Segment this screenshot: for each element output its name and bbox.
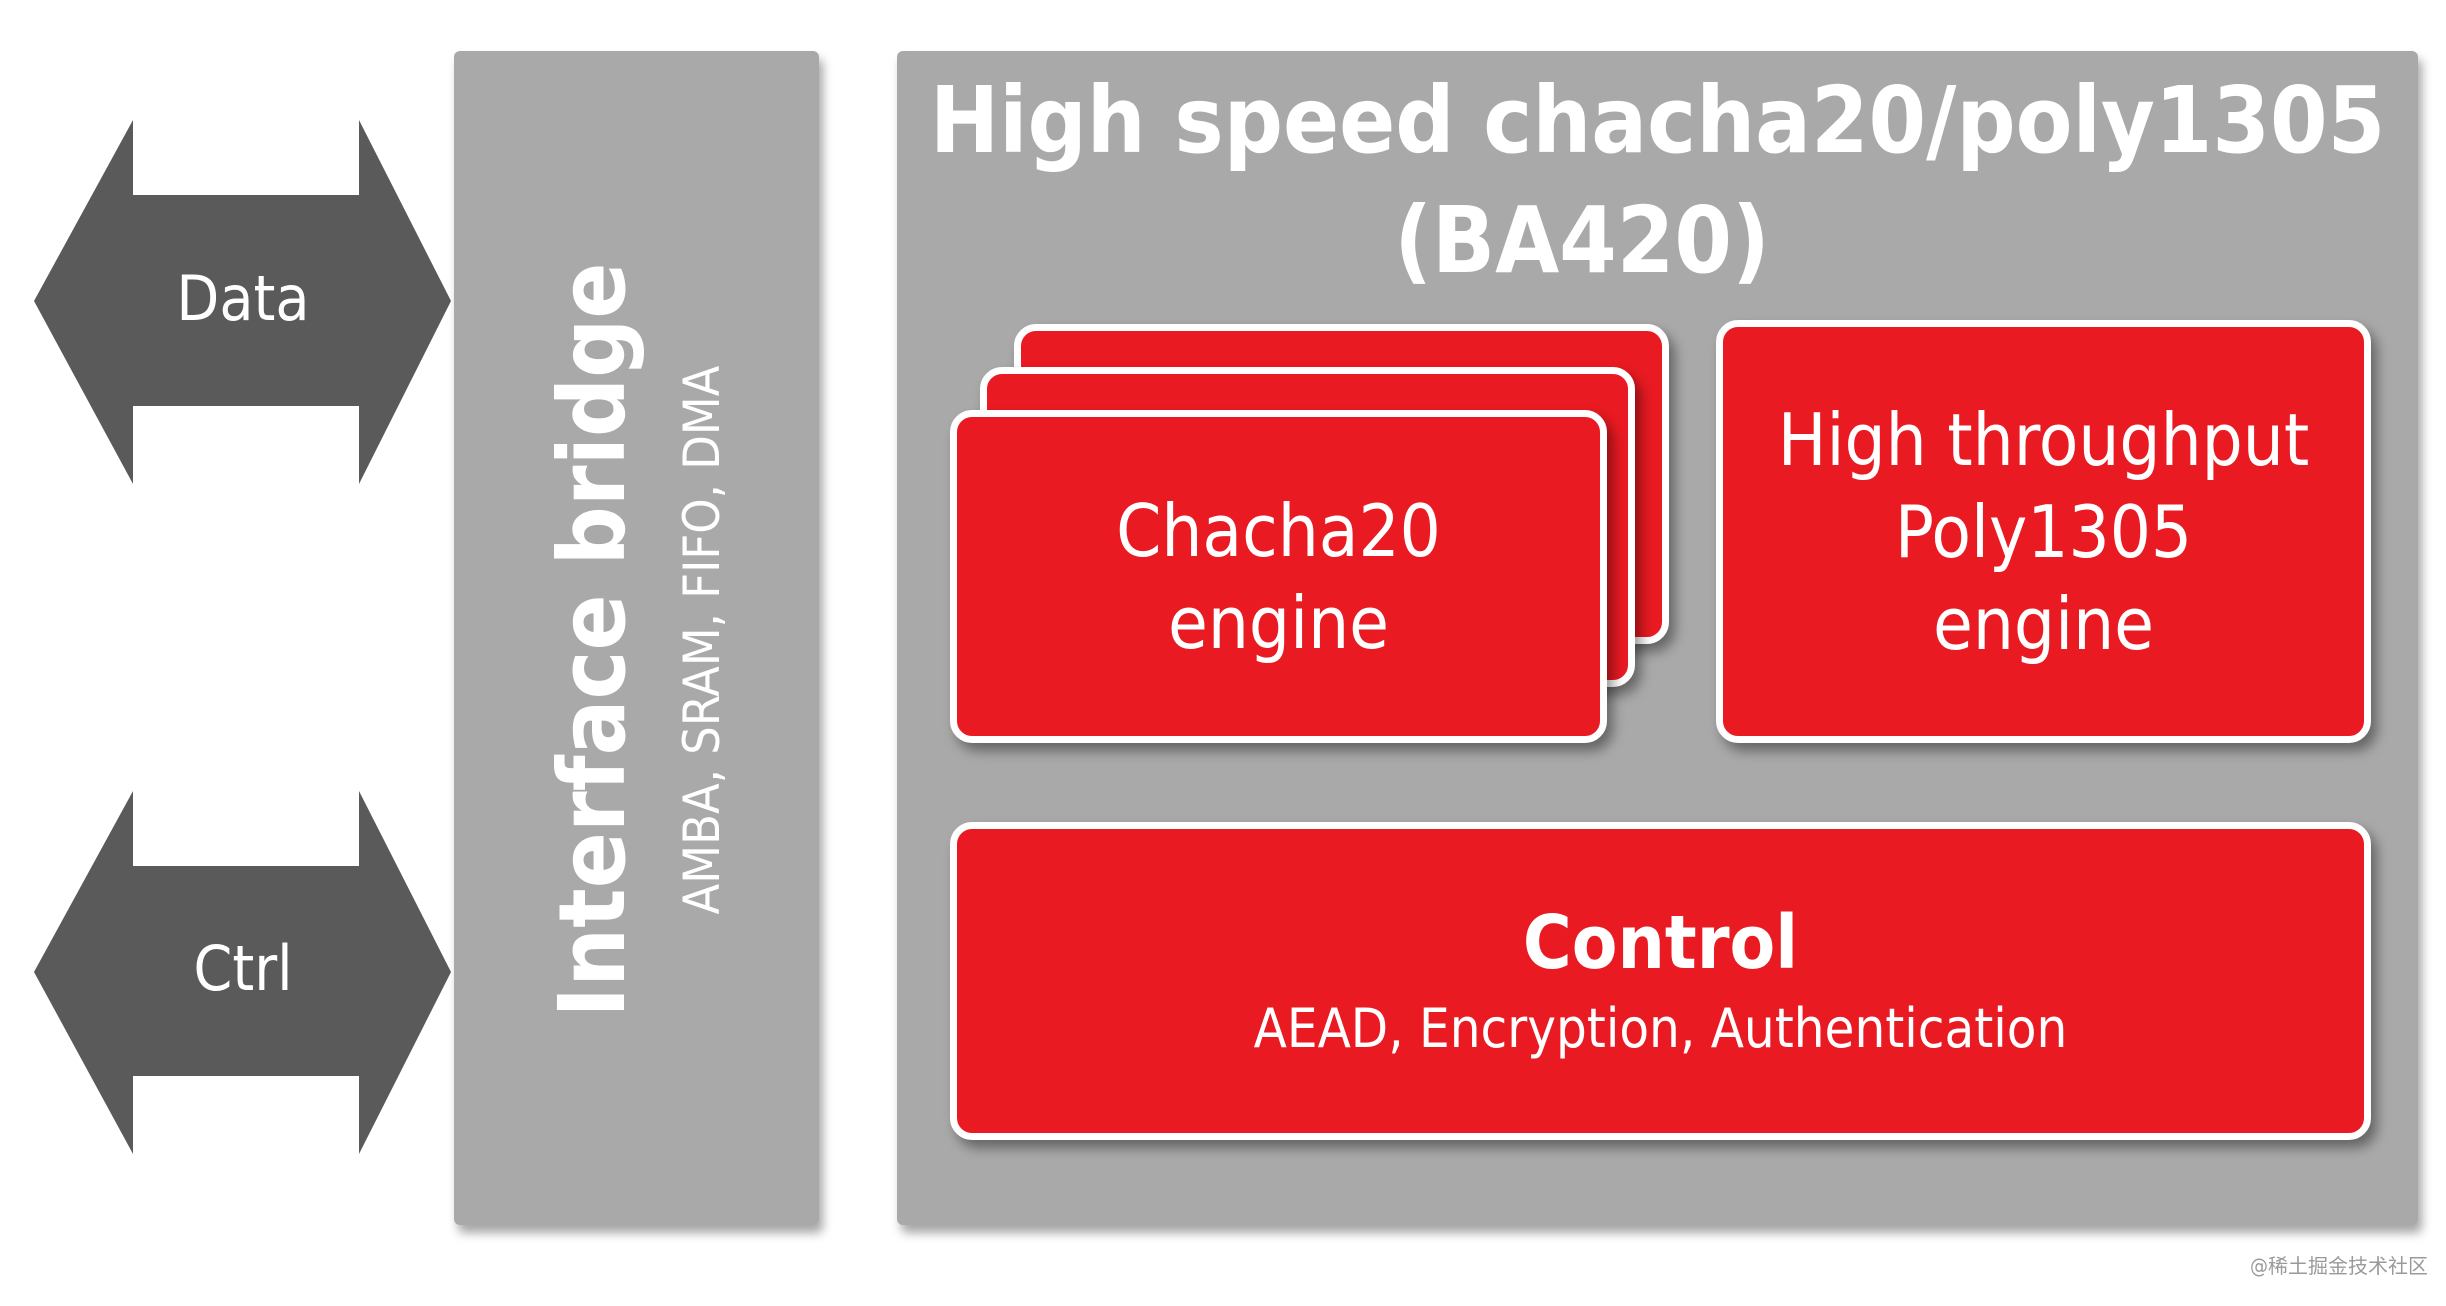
ctrl-bidirectional-arrow: [34, 791, 451, 1154]
ctrl-label: Ctrl: [193, 932, 293, 1005]
data-label: Data: [176, 262, 310, 335]
ba420-title-line2: (BA420): [1394, 187, 1770, 294]
interface-bridge-title: Interface bridge: [539, 262, 646, 1018]
chacha20-engine-line2: engine: [1168, 580, 1389, 665]
arrows-layer: [34, 120, 451, 1154]
control-card: Control AEAD, Encryption, Authentication: [950, 822, 2371, 1140]
interface-bridge-panel: [454, 51, 819, 1225]
control-subtitle: AEAD, Encryption, Authentication: [1253, 997, 2068, 1060]
chacha20-engine-card: Chacha20 engine: [950, 410, 1607, 743]
ba420-title-line1: High speed chacha20/poly1305: [929, 67, 2386, 174]
data-bidirectional-arrow: [34, 120, 451, 484]
control-title: Control: [1522, 900, 1799, 986]
watermark: @稀土掘金技术社区: [2250, 1254, 2428, 1278]
poly1305-engine-line3: engine: [1933, 581, 2154, 666]
poly1305-engine-line1: High throughput: [1777, 397, 2310, 482]
interface-bridge-subtitle: AMBA, SRAM, FIFO, DMA: [673, 365, 731, 915]
chacha20-engine-line1: Chacha20: [1116, 488, 1441, 573]
poly1305-engine-line2: Poly1305: [1894, 489, 2193, 574]
poly1305-engine-card: High throughput Poly1305 engine: [1716, 320, 2371, 743]
